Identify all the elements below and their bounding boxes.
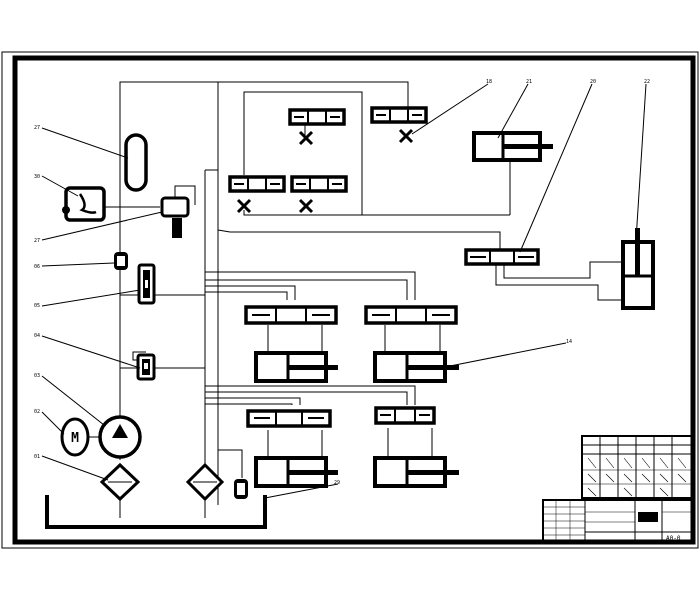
- callout-03: 03: [34, 373, 40, 379]
- directional-valve-row3-right: [374, 406, 436, 425]
- sequence-valve-04: [132, 351, 156, 381]
- outer-sheet-border: [1, 51, 699, 549]
- callout-22: 22: [644, 79, 650, 85]
- vertical-cylinder-22: [621, 228, 655, 310]
- cylinder-21: [472, 131, 553, 162]
- suction-filter-01: [99, 462, 141, 502]
- callout-02: 02: [34, 409, 40, 415]
- directional-valve-row2-left: [244, 305, 338, 325]
- return-filter: [185, 462, 225, 502]
- cylinder-row3-left: [254, 456, 338, 488]
- drawing-frame: [12, 55, 696, 545]
- directional-valve-upper-right: [370, 106, 428, 124]
- accumulator-27: [124, 133, 148, 192]
- cylinder-row2-right-14: [373, 351, 459, 383]
- callout-labels: 27 30 27 06 05 04 03 02 01 18 21 20 22 1…: [34, 79, 650, 486]
- motor-02: M: [60, 417, 100, 457]
- valve-bank-upper: [228, 106, 428, 214]
- cylinder-row3-right: [373, 456, 459, 488]
- pressure-gauge-30: [62, 186, 120, 222]
- callout-27-switch: 27: [34, 238, 40, 244]
- callout-14: 14: [566, 339, 572, 345]
- hydraulic-motor-4-icon: [298, 198, 314, 214]
- check-valve-05: [137, 263, 156, 305]
- callout-01: 01: [34, 454, 40, 460]
- hydraulic-motor-2-icon: [398, 128, 414, 144]
- callout-04: 04: [34, 333, 40, 339]
- directional-valve-20: [464, 248, 540, 266]
- motor-label: M: [71, 431, 79, 446]
- directional-valve-upper-left: [288, 108, 346, 126]
- cylinder-row2-left: [254, 351, 338, 383]
- pressure-relief-valve-06: [114, 252, 128, 270]
- pressure-switch-27: [160, 185, 196, 238]
- callout-30-gauge: 30: [34, 174, 40, 180]
- callout-20: 20: [590, 79, 596, 85]
- directional-valve-row3-left: [246, 409, 332, 428]
- directional-valve-row2-right: [364, 305, 458, 325]
- pump-03: [98, 415, 142, 459]
- hydraulic-motor-3-icon: [236, 198, 252, 214]
- callout-05: 05: [34, 303, 40, 309]
- pipe-network: [119, 81, 622, 518]
- reservoir-tank: [45, 495, 267, 529]
- hydraulic-motor-1-icon: [298, 130, 314, 146]
- callout-29: 29: [334, 480, 340, 486]
- return-cooler: [234, 479, 248, 499]
- callout-21: 21: [526, 79, 532, 85]
- directional-valve-mid-left: [228, 175, 286, 193]
- callout-27-accumulator: 27: [34, 125, 40, 131]
- directional-valve-mid-right: [290, 175, 348, 193]
- callout-06: 06: [34, 264, 40, 270]
- title-block: [542, 435, 694, 543]
- title-block-drawing-code: A0-0: [666, 535, 681, 542]
- callout-18: 18: [486, 79, 492, 85]
- leader-lines: [41, 83, 647, 499]
